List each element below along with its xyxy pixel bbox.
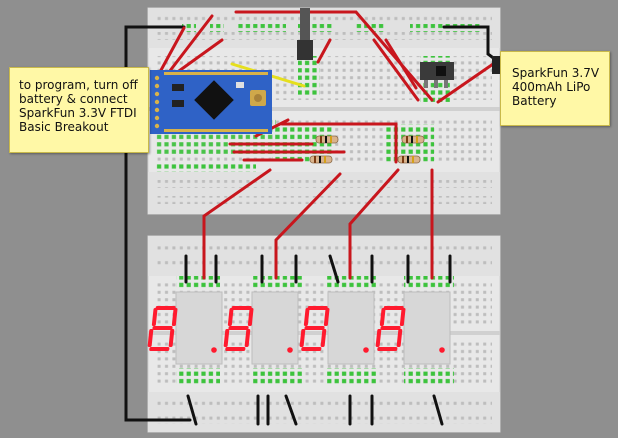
- decimal-point: [363, 347, 369, 353]
- display-segment: [151, 308, 158, 326]
- note-line: Battery: [512, 94, 557, 108]
- battery-note: SparkFun 3.7V 400mAh LiPo Battery: [500, 51, 610, 126]
- seven-segment-display: [299, 291, 375, 365]
- display-segment: [247, 308, 254, 326]
- display-segment: [227, 308, 234, 326]
- seven-segment-display: [375, 291, 451, 365]
- display-segment: [399, 308, 406, 326]
- red-wires: [158, 10, 498, 280]
- display-segment: [377, 347, 398, 351]
- black-wires: [124, 25, 498, 426]
- display-segment: [231, 306, 252, 310]
- display-segment: [379, 308, 386, 326]
- display-segment: [383, 306, 404, 310]
- resistors: [309, 135, 425, 164]
- display-segment: [304, 326, 325, 330]
- display-segment: [323, 308, 330, 326]
- display-segment: [155, 306, 176, 310]
- display-segment: [380, 326, 401, 330]
- display-segment: [396, 329, 403, 347]
- display-segment: [375, 329, 382, 347]
- display-segment: [147, 329, 154, 347]
- display-segment: [223, 329, 230, 347]
- note-line: 400mAh LiPo: [512, 80, 591, 94]
- display-segment: [228, 326, 249, 330]
- seven-segment-displays: [147, 291, 451, 365]
- decimal-point: [211, 347, 217, 353]
- note-line: SparkFun 3.7V: [512, 66, 600, 80]
- seven-segment-display: [223, 291, 299, 365]
- display-segment: [152, 326, 173, 330]
- display-segment: [149, 347, 170, 351]
- display-segment: [225, 347, 246, 351]
- programming-note: to program, turn off battery & connect S…: [9, 67, 149, 153]
- display-segment: [301, 347, 322, 351]
- display-segment: [299, 329, 306, 347]
- note-line: battery & connect: [19, 92, 128, 106]
- note-line: to program, turn off: [19, 78, 138, 92]
- battery-connector: [492, 56, 500, 74]
- pro-mini-board: [150, 70, 272, 134]
- display-segment: [320, 329, 327, 347]
- slide-switch: [420, 62, 454, 88]
- display-segment: [171, 308, 178, 326]
- potentiometer: [297, 8, 313, 60]
- note-line: SparkFun 3.3V FTDI: [19, 106, 137, 120]
- note-line: Basic Breakout: [19, 120, 109, 134]
- display-segment: [303, 308, 310, 326]
- display-segment: [307, 306, 328, 310]
- display-segment: [168, 329, 175, 347]
- display-segment: [244, 329, 251, 347]
- decimal-point: [287, 347, 293, 353]
- seven-segment-display: [147, 291, 223, 365]
- decimal-point: [439, 347, 445, 353]
